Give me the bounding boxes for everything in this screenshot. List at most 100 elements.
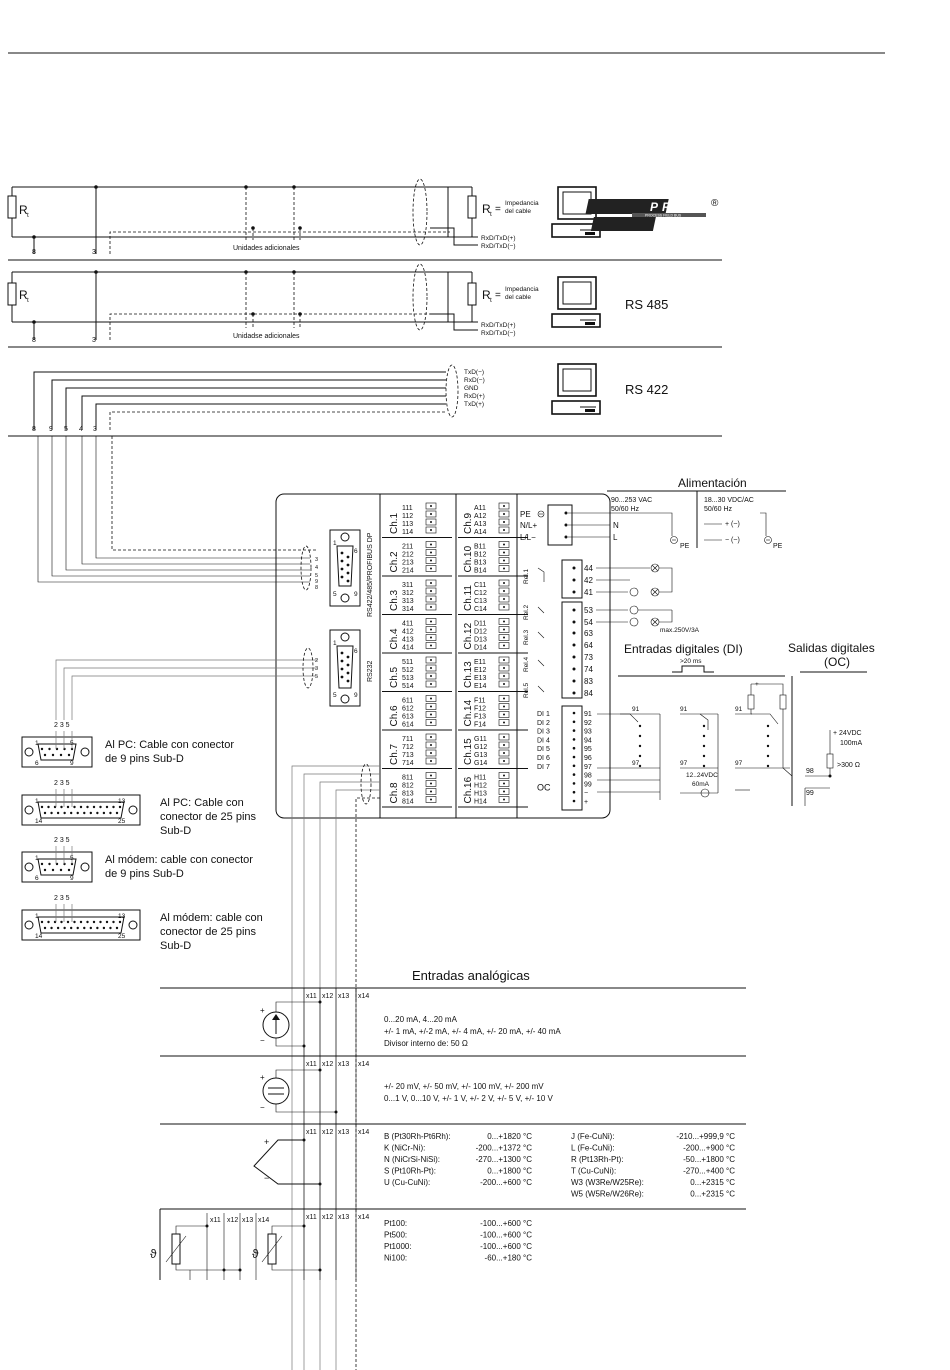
channel-name: Ch.14: [463, 699, 474, 726]
digital-outputs-section: Salidas digitales (OC) + 24VDC 100mA >30…: [788, 641, 875, 806]
terminal-label: C11: [474, 582, 486, 589]
terminal-screw: [425, 549, 437, 556]
terminal-screw: [425, 695, 437, 702]
terminal-label: 414: [402, 645, 414, 652]
relay-terminal: 83: [584, 677, 593, 686]
terminal-label: H13: [474, 791, 487, 798]
terminal-label: 311: [402, 582, 413, 589]
svg-text:−: −: [260, 1103, 265, 1112]
svg-text:L: L: [613, 533, 618, 542]
profibus-r-right: R: [482, 202, 491, 216]
svg-text:13: 13: [118, 913, 126, 920]
di-label: OC: [537, 783, 551, 793]
terminal-screw: [498, 510, 510, 518]
rs485-title: RS 485: [625, 297, 668, 312]
digital-inputs-section: Entradas digitales (DI) >20 ms 91 97 91 …: [597, 642, 793, 806]
terminal-label: D12: [474, 629, 487, 636]
svg-text:2 3 5: 2 3 5: [54, 780, 70, 787]
do-title-1: Salidas digitales: [788, 641, 875, 655]
di-terminal: 95: [584, 746, 592, 753]
range-value: -200...+900 °C: [683, 1144, 735, 1153]
terminal-label: G12: [474, 744, 487, 751]
connector-description: Sub-D: [160, 940, 191, 952]
svg-text:9: 9: [70, 760, 74, 767]
svg-text:5: 5: [315, 573, 318, 579]
terminal-label: E12: [474, 667, 487, 674]
di-label: DI 4: [537, 737, 550, 744]
channel-name: Ch.6: [389, 705, 400, 727]
range-value: -270...+1300 °C: [476, 1155, 533, 1164]
range-name: T (Cu-CuNi):: [571, 1167, 616, 1176]
db9-port-rs232: 1 6 2 3 5 5 9 RS232: [315, 629, 374, 707]
svg-text:x11: x11: [210, 1217, 221, 1224]
terminal-label: 812: [402, 783, 414, 790]
terminal-screw: [498, 557, 510, 564]
terminal-screw: [498, 780, 510, 787]
terminal-screw: [425, 749, 437, 757]
relay-terminal: 53: [584, 606, 593, 615]
svg-text:91: 91: [680, 706, 688, 713]
range-value: -60...+180 °C: [485, 1254, 533, 1263]
terminal-label: 211: [402, 544, 413, 551]
x-terminal-label: x14: [358, 1129, 369, 1136]
di-terminal: 91: [584, 711, 592, 718]
x-terminal-label: x14: [358, 1214, 369, 1221]
terminal-screw: [425, 557, 437, 564]
rs422-signal-5: TxD(+): [464, 401, 484, 408]
terminal-label: 514: [402, 683, 414, 690]
rs422-signal-3: GND: [464, 385, 479, 392]
terminal-label: F12: [474, 706, 486, 713]
terminal-label: 111: [402, 505, 413, 512]
x-terminal-label: x12: [322, 1129, 333, 1136]
terminal-label: 713: [402, 752, 414, 759]
svg-text:®: ®: [711, 198, 719, 209]
terminal-screw: [425, 733, 437, 741]
svg-text:x13: x13: [242, 1217, 253, 1224]
connector-description: Al módem: cable con: [160, 912, 263, 924]
svg-text:1: 1: [333, 540, 337, 547]
terminal-screw: [425, 796, 437, 803]
terminal-label: 613: [402, 714, 414, 721]
svg-text:+: +: [260, 1073, 265, 1082]
terminal-screw: [498, 719, 510, 726]
rs422-term-5: 5: [64, 426, 68, 433]
terminal-screw: [498, 626, 510, 633]
terminal-screw: [498, 642, 510, 649]
svg-text:14: 14: [35, 933, 43, 940]
svg-text:9: 9: [315, 579, 318, 585]
rs422-signal-1: TxD(−): [464, 369, 484, 376]
rs485-r-left: R: [19, 288, 28, 302]
relay-label-4: Rel.4: [523, 656, 530, 672]
rs485-term-3: 3: [92, 337, 96, 344]
svg-text:+: +: [755, 681, 759, 688]
channel-name: Ch.12: [463, 622, 474, 649]
connector-description: de 9 pins Sub-D: [105, 868, 184, 880]
di-terminal: 97: [584, 764, 592, 771]
range-value: -50...+1800 °C: [683, 1155, 735, 1164]
di-terminal: −: [584, 790, 588, 797]
profibus-bus: R t R t = Impedancia del cable 8 3 Unida…: [7, 178, 722, 261]
terminal-screw: [498, 618, 510, 625]
svg-text:ϑ: ϑ: [252, 1247, 259, 1261]
terminal-label: E13: [474, 675, 487, 682]
terminal-screw: [498, 603, 510, 611]
terminal-label: 411: [402, 621, 413, 628]
range-name: N (NiCrSi-NiSi):: [384, 1155, 440, 1164]
svg-text:−: −: [260, 1036, 265, 1045]
svg-text:2 3 5: 2 3 5: [54, 722, 70, 729]
terminal-screw: [425, 634, 437, 641]
do-supply-1: + 24VDC: [833, 730, 862, 737]
connector-description: conector de 25 pins: [160, 926, 257, 938]
rs422-title: RS 422: [625, 382, 668, 397]
terminal-screw: [498, 796, 510, 803]
terminal-label: C13: [474, 598, 487, 605]
channel-name: Ch.3: [389, 589, 400, 611]
profibus-logo: PROFI PROCESS FIELD BUS BUS ®: [585, 198, 719, 232]
terminal-label: 712: [402, 744, 414, 751]
terminal-label: F14: [474, 722, 486, 729]
range-name: Ni100:: [384, 1254, 407, 1263]
